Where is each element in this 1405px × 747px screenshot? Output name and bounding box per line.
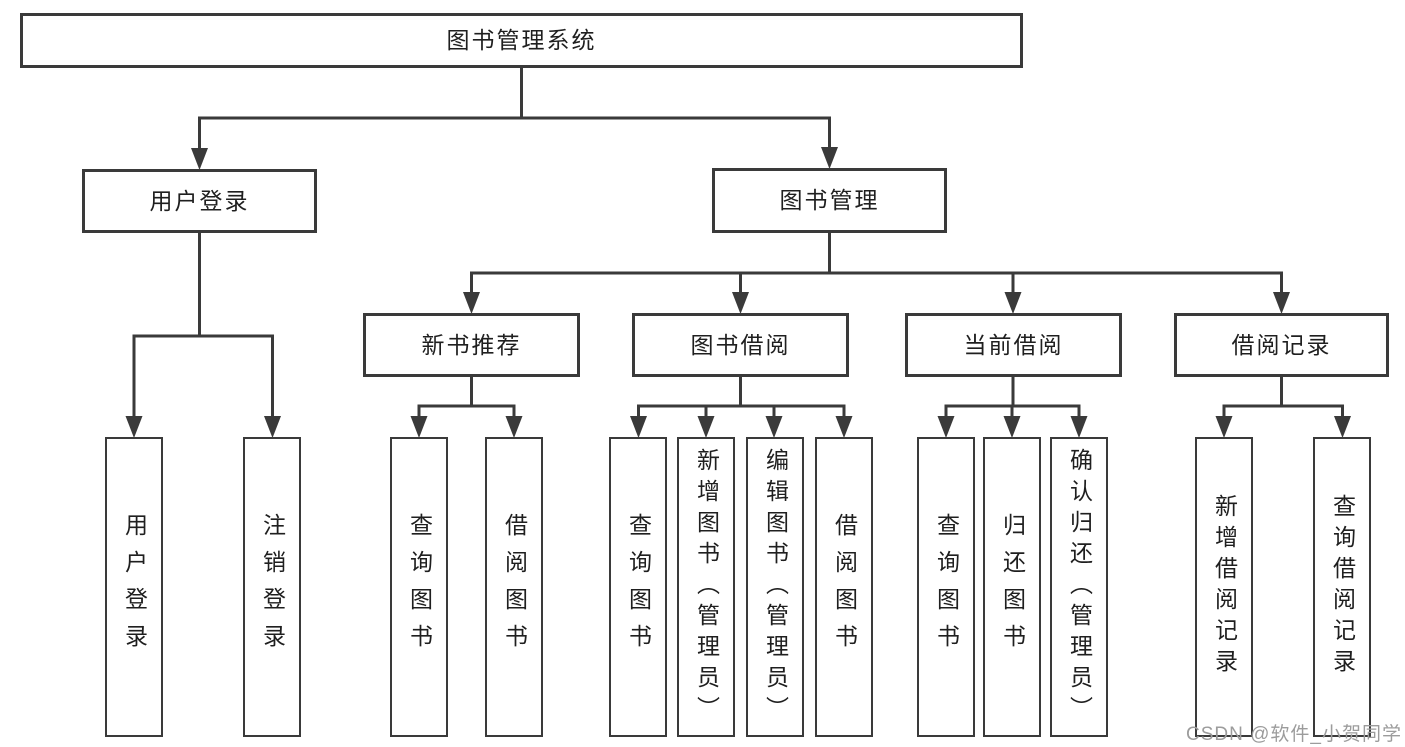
node-label: 查询借阅记录 [1329,494,1356,680]
node-label: 用户登录 [121,513,148,661]
node-user-login: 用户登录 [82,169,317,233]
node-label: 当前借阅 [963,331,1064,358]
arrowhead [1273,292,1290,314]
node-label: 确认归还（管理员） [1066,447,1093,727]
node-leaf-borrow-books-recommend: 借阅图书 [485,437,543,737]
node-leaf-query-books-current: 查询图书 [917,437,975,737]
node-label: 图书管理 [779,187,880,213]
node-label: 借阅图书 [831,513,858,661]
arrowhead [1003,416,1021,438]
node-label: 查询图书 [406,513,433,661]
arrowhead [264,416,281,438]
node-leaf-edit-book-admin: 编辑图书（管理员） [746,437,804,737]
node-label: 图书管理系统 [446,27,597,53]
arrowhead [505,416,523,438]
node-new-book-recommend: 新书推荐 [363,313,580,377]
arrowhead [732,292,749,314]
node-leaf-add-borrow-record: 新增借阅记录 [1195,437,1253,737]
node-leaf-return-book: 归还图书 [983,437,1041,737]
node-book-management: 图书管理 [712,168,947,233]
node-root-library-system: 图书管理系统 [20,13,1023,68]
node-label: 查询图书 [625,513,652,661]
watermark: CSDN @软件_小贺同学 [1186,724,1402,745]
arrowhead [125,416,143,438]
node-label: 新增借阅记录 [1211,494,1238,680]
connector-path [132,66,1344,420]
node-label: 用户登录 [149,187,250,214]
arrowhead [1215,416,1233,438]
arrowhead [191,148,208,170]
arrowhead [697,416,715,438]
node-borrow-records: 借阅记录 [1174,313,1389,377]
node-leaf-add-book-admin: 新增图书（管理员） [677,437,735,737]
arrowhead [821,147,838,169]
node-leaf-logout: 注销登录 [243,437,301,737]
node-label: 借阅记录 [1231,331,1332,358]
node-current-borrow: 当前借阅 [905,313,1122,377]
node-leaf-query-books-borrow: 查询图书 [609,437,667,737]
arrowhead [463,292,480,314]
node-leaf-borrow-books: 借阅图书 [815,437,873,737]
arrowhead [1004,292,1022,314]
node-label: 借阅图书 [501,513,528,661]
node-label: 新增图书（管理员） [693,447,720,727]
node-leaf-user-login: 用户登录 [105,437,163,737]
node-leaf-confirm-return-admin: 确认归还（管理员） [1050,437,1108,737]
arrowhead [937,416,955,438]
node-label: 编辑图书（管理员） [762,447,789,727]
node-label: 查询图书 [933,513,960,661]
node-label: 图书借阅 [690,331,791,358]
node-label: 注销登录 [259,513,286,661]
arrowhead [1070,416,1088,438]
arrowhead [765,416,783,438]
node-leaf-query-books-recommend: 查询图书 [390,437,448,737]
node-leaf-query-borrow-record: 查询借阅记录 [1313,437,1371,737]
arrowhead [410,416,428,438]
node-label: 归还图书 [999,513,1026,661]
node-book-borrow: 图书借阅 [632,313,849,377]
node-label: 新书推荐 [421,331,522,358]
arrowhead [835,416,853,438]
arrowhead [630,416,647,438]
arrowhead [1334,416,1351,438]
